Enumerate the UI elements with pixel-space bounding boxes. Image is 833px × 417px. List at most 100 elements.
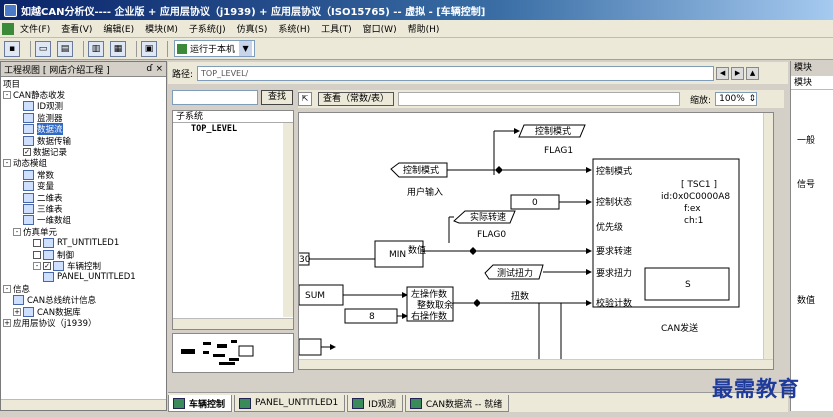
horizontal-scrollbar[interactable] — [299, 359, 773, 369]
collapse-icon[interactable]: - — [3, 284, 11, 293]
window-icon[interactable]: ▤ — [57, 40, 73, 57]
pin-close-icon[interactable]: ɗ × — [146, 64, 163, 74]
tree-item[interactable]: 数据传输 — [1, 135, 166, 147]
save-icon[interactable]: ▪ — [4, 40, 20, 57]
tree-item[interactable]: -仿真单元 — [1, 226, 166, 238]
expand-icon[interactable]: + — [3, 318, 11, 327]
zoom-select[interactable]: 100% ⇕ — [715, 92, 758, 106]
menu-simulate[interactable]: 仿真(S) — [236, 25, 268, 35]
tree-item-label: 制御 — [57, 250, 75, 261]
tab-id-observe[interactable]: ID观测 — [347, 395, 403, 412]
tree-item[interactable]: +应用层协议（j1939） — [1, 317, 166, 329]
checkbox[interactable] — [33, 250, 41, 259]
tree-item[interactable]: -CAN静态收发 — [1, 89, 166, 102]
layout-icon[interactable]: ▦ — [110, 40, 126, 57]
tree-item[interactable]: +CAN数据库 — [1, 306, 166, 318]
flag1-label: FLAG1 — [544, 146, 573, 156]
tab-can-dataflow[interactable]: CAN数据流 -- 就绪 — [404, 395, 510, 412]
tree-item[interactable]: 制御 — [1, 249, 166, 261]
actual-speed-tag[interactable] — [453, 210, 516, 224]
inner-s-block[interactable] — [644, 267, 730, 301]
tree-node-icon — [43, 272, 54, 283]
checkbox[interactable]: ✓ — [43, 261, 51, 270]
min-block[interactable] — [374, 240, 424, 268]
menu-help[interactable]: 帮助(H) — [407, 25, 440, 35]
tree-item[interactable]: 项目 — [1, 78, 166, 90]
tree-item[interactable]: 一维数组 — [1, 215, 166, 226]
control-mode-tag[interactable] — [518, 124, 586, 138]
menu-tools[interactable]: 工具(T) — [321, 25, 352, 35]
open-folder-icon[interactable]: ▭ — [35, 40, 51, 57]
tree-item[interactable]: ✓数据记录 — [1, 146, 166, 158]
const-left-block[interactable] — [299, 252, 310, 266]
tab-vehicle-control[interactable]: 车辆控制 — [168, 395, 233, 412]
tree-item[interactable]: 常数 — [1, 169, 166, 181]
tree-item-label: 变量 — [37, 182, 55, 193]
tree-item[interactable]: 数据流 — [1, 123, 166, 136]
menu-subsystem[interactable]: 子系统(J) — [188, 25, 226, 35]
nav-forward-icon[interactable]: ▶ — [731, 66, 745, 80]
nav-back-icon[interactable]: ◀ — [716, 66, 730, 80]
horizontal-scrollbar[interactable] — [1, 399, 166, 410]
tree-item-label: 仿真单元 — [23, 227, 58, 238]
partial-block[interactable] — [299, 338, 322, 356]
search-button[interactable]: 查找 — [261, 90, 293, 105]
tree-item[interactable]: CAN总线统计信息 — [1, 294, 166, 306]
tree-item[interactable]: 二维表 — [1, 192, 166, 204]
menu-system[interactable]: 系统(H) — [278, 25, 311, 35]
remainder-block[interactable] — [406, 286, 454, 322]
tree-item[interactable]: 监测器 — [1, 112, 166, 124]
collapse-icon[interactable]: - — [3, 91, 11, 100]
collapse-icon[interactable]: - — [33, 261, 41, 270]
flag0-label: FLAG0 — [477, 230, 506, 240]
right-operand-label: 右操作数 — [411, 310, 447, 322]
subsystem-item[interactable]: TOP_LEVEL — [191, 124, 238, 134]
tree-item[interactable]: 变量 — [1, 181, 166, 192]
window-title: 如越CAN分析仪---- 企业版 + 应用层协议（j1939) + 应用层协议（… — [21, 6, 486, 18]
tree-item[interactable]: -动态模组 — [1, 158, 166, 169]
chevron-down-icon[interactable]: ▼ — [239, 41, 253, 56]
checkbox[interactable] — [33, 239, 41, 248]
tab-label: 车辆控制 — [189, 399, 226, 410]
vertical-scrollbar[interactable] — [763, 113, 773, 361]
menu-edit[interactable]: 编辑(E) — [103, 25, 135, 35]
tree-item[interactable]: 三维表 — [1, 203, 166, 215]
tab-label: ID观测 — [368, 399, 396, 410]
can-info-2: f:ex — [684, 204, 701, 214]
tree-item[interactable]: -✓车辆控制 — [1, 260, 166, 272]
tree-item[interactable]: -信息 — [1, 283, 166, 295]
tree-item[interactable]: RT_UNTITLED1 — [1, 237, 166, 249]
test-torque-label: 测试扭力 — [497, 267, 533, 279]
menu-window[interactable]: 窗口(W) — [362, 25, 397, 35]
junction-icon — [473, 299, 481, 307]
sum-block-label: SUM — [305, 291, 325, 301]
toolbar-separator — [167, 40, 168, 57]
view-constants-button[interactable]: 查看（常数/表） — [318, 92, 395, 106]
collapse-icon[interactable]: - — [3, 159, 11, 168]
expand-icon[interactable]: + — [13, 307, 21, 316]
diagram-canvas[interactable]: 控制模式 FLAG1 控制模式 用户输入 0 实际转速 FLAG0 MIN 数值… — [298, 112, 774, 370]
pointer-icon[interactable]: ⇱ — [298, 92, 312, 106]
tree-item-label: CAN静态收发 — [13, 91, 66, 102]
menu-module[interactable]: 模块(M) — [145, 25, 178, 35]
monitor-icon[interactable]: ▣ — [141, 40, 157, 57]
search-input[interactable] — [172, 90, 258, 105]
spin-icon[interactable]: ⇕ — [748, 94, 757, 104]
nav-up-icon[interactable]: ▲ — [746, 66, 760, 80]
menu-view[interactable]: 查看(V) — [61, 25, 93, 35]
tree-item[interactable]: PANEL_UNTITLED1 — [1, 272, 166, 283]
run-target-value: 运行于本机 — [190, 45, 236, 55]
tree-node-icon — [43, 238, 54, 249]
tab-panel-untitled1[interactable]: PANEL_UNTITLED1 — [234, 395, 346, 412]
horizontal-scrollbar[interactable] — [173, 318, 293, 329]
tree-item[interactable]: ID观测 — [1, 101, 166, 112]
test-torque-tag[interactable] — [484, 264, 544, 280]
menu-file[interactable]: 文件(F) — [20, 25, 51, 35]
run-target-select[interactable]: 运行于本机 ▼ — [174, 40, 256, 57]
path-input[interactable]: TOP_LEVEL/ — [197, 65, 715, 81]
vertical-scrollbar[interactable] — [283, 123, 293, 317]
checkbox[interactable]: ✓ — [23, 148, 31, 157]
collapse-icon[interactable]: - — [13, 227, 21, 236]
tile-icon[interactable]: ▥ — [88, 40, 104, 57]
overview-thumbnail[interactable] — [172, 333, 294, 373]
